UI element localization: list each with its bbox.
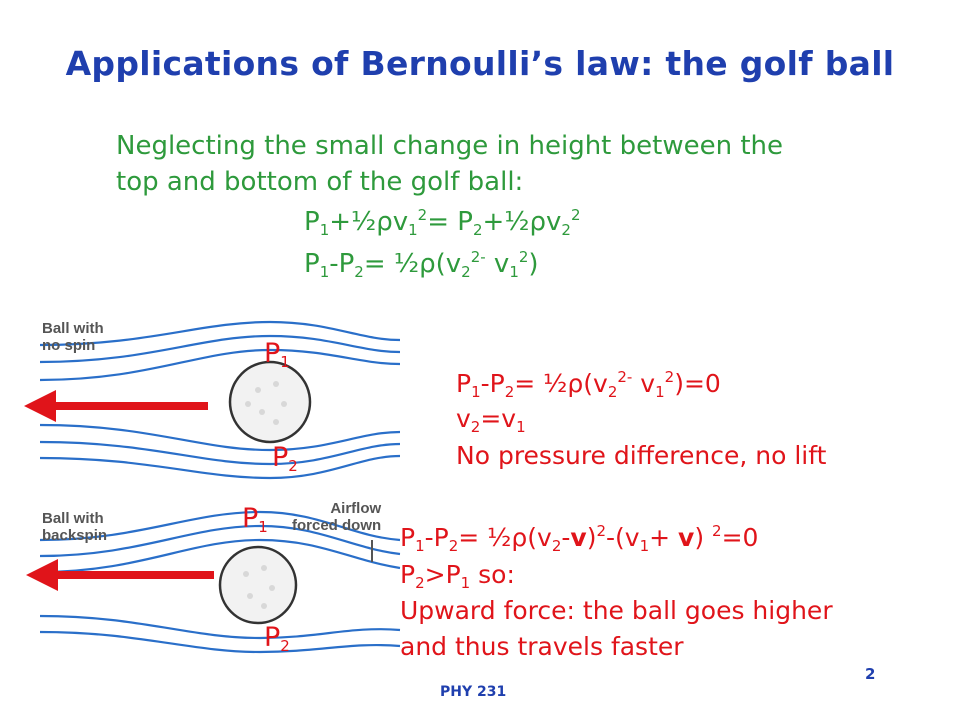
backspin-equation: P1-P2= ½ρ(v2-v)2-(v1+ v) 2=0 bbox=[400, 522, 759, 555]
golf-ball-diagrams bbox=[24, 320, 401, 654]
golf-ball-backspin bbox=[218, 545, 298, 625]
backspin-arrow-shaft bbox=[52, 571, 214, 579]
slide-title: Applications of Bernoulli’s law: the gol… bbox=[65, 44, 895, 83]
intro-line-1: Neglecting the small change in height be… bbox=[116, 131, 783, 161]
backspin-diagram bbox=[26, 510, 401, 654]
no-spin-equation: P1-P2= ½ρ(v22- v12)=0 bbox=[456, 368, 721, 401]
no-spin-velocity: v2=v1 bbox=[456, 404, 526, 436]
no-spin-conclusion: No pressure difference, no lift bbox=[456, 441, 827, 470]
no-spin-p1-label: P1 bbox=[264, 338, 290, 371]
no-spin-p2-label: P2 bbox=[272, 442, 298, 475]
no-spin-streamlines bbox=[39, 320, 401, 480]
backspin-p2-label: P2 bbox=[264, 622, 290, 655]
no-spin-diagram bbox=[24, 320, 401, 480]
backspin-streamlines bbox=[39, 510, 401, 654]
page-number: 2 bbox=[865, 665, 876, 683]
backspin-p1-label: P1 bbox=[242, 503, 268, 536]
backspin-arrow-head bbox=[26, 559, 58, 591]
backspin-conclusion-2: and thus travels faster bbox=[400, 632, 684, 661]
pressure-difference-equation: P1-P2= ½ρ(v22- v12) bbox=[304, 248, 539, 281]
bernoulli-equation: P1+½ρv12= P2+½ρv22 bbox=[304, 206, 581, 239]
backspin-pressure-relation: P2>P1 so: bbox=[400, 560, 515, 592]
no-spin-arrow-head bbox=[24, 390, 56, 422]
golf-ball-no-spin bbox=[228, 360, 312, 444]
no-spin-arrow-shaft bbox=[52, 402, 208, 410]
course-code: PHY 231 bbox=[440, 684, 507, 700]
backspin-conclusion-1: Upward force: the ball goes higher bbox=[400, 596, 833, 625]
intro-line-2: top and bottom of the golf ball: bbox=[116, 167, 524, 197]
